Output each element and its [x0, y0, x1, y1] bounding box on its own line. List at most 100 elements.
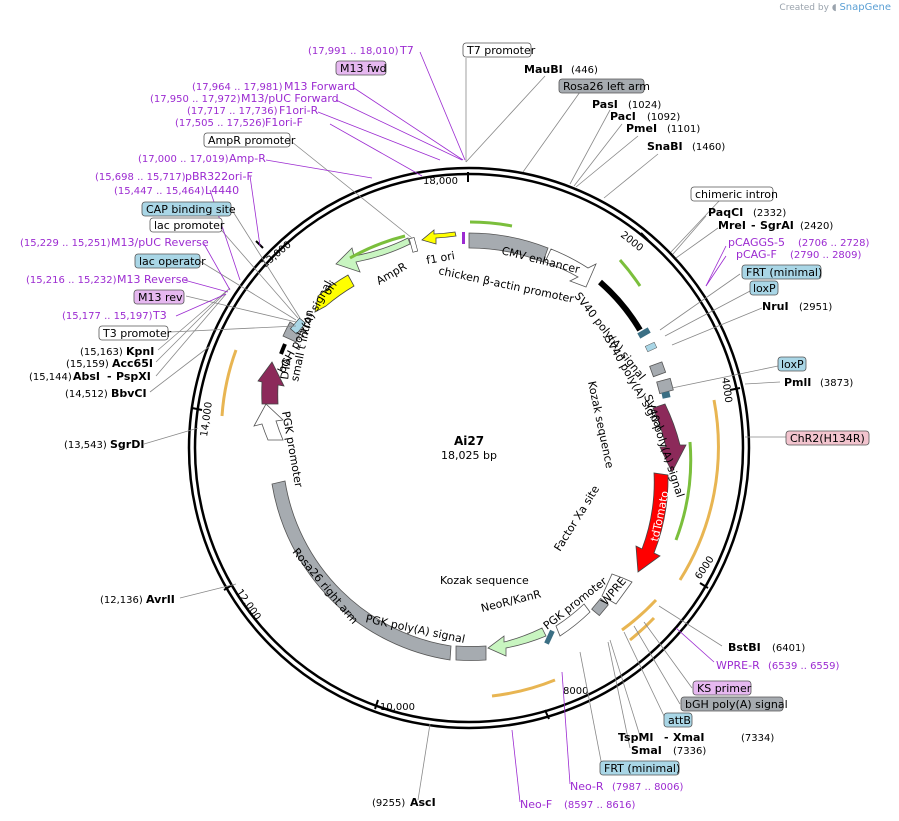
box-frt-minimal[interactable]: FRT (minimal) [746, 266, 822, 279]
enzyme-asci[interactable]: AscI [410, 796, 436, 809]
primer-l4440[interactable]: L4440 [205, 184, 239, 197]
primer-arrow-1 [469, 220, 513, 228]
box-chimeric-intron[interactable]: chimeric intron [695, 188, 778, 201]
box-frt-minimal-2[interactable]: FRT (minimal) [604, 762, 680, 775]
enzyme-kpni[interactable]: KpnI [126, 345, 154, 358]
pgk-promoter-feature-2[interactable] [253, 403, 284, 441]
enzyme-bbvci[interactable]: BbvCI [111, 387, 147, 400]
primer-m13-puc-forward[interactable]: M13/pUC Forward [241, 92, 339, 105]
primer-m13-puc-reverse[interactable]: M13/pUC Reverse [111, 236, 209, 249]
primer-f1ori-f[interactable]: F1ori-F [265, 116, 303, 129]
lac-region-feature[interactable] [290, 317, 306, 335]
dta-feature[interactable] [257, 361, 285, 405]
primer-pcaggs-5[interactable]: pCAGGS-5 [728, 236, 785, 249]
primer-arrow-5 [678, 399, 720, 581]
box-rosa26-left-arm[interactable]: Rosa26 left arm [563, 80, 650, 93]
sv40-polya-feature-2[interactable] [656, 377, 674, 395]
rosa26-right-arm-feature[interactable] [271, 480, 452, 661]
ampr-promoter-feature[interactable] [408, 237, 419, 253]
tick-label-18000: 18,000 [423, 176, 458, 187]
primer-wpre-r-pos: (6539 .. 6559) [768, 661, 840, 672]
enzyme-snabi[interactable]: SnaBI [647, 140, 683, 153]
box-t3-promoter[interactable]: T3 promoter [102, 327, 172, 340]
box-lac-operator[interactable]: lac operator [139, 255, 206, 268]
enzyme-paqci[interactable]: PaqCI [708, 206, 743, 219]
chr2-feature[interactable] [652, 403, 687, 473]
neor-feature[interactable] [487, 627, 547, 657]
primer-arrow-9 [220, 349, 238, 417]
enzyme-pasi[interactable]: PasI [592, 98, 618, 111]
enzyme-pspxi[interactable]: PspXI [116, 370, 151, 383]
tdtomato-feature[interactable] [635, 472, 669, 573]
enzyme-bstbi-pos: (6401) [772, 643, 805, 654]
frt-feature[interactable] [644, 341, 658, 353]
enzyme-acc65i[interactable]: Acc65I [112, 357, 153, 370]
enzyme-bstbi[interactable]: BstBI [728, 641, 761, 654]
wpre-feature[interactable] [601, 573, 633, 605]
ori-feature[interactable] [314, 274, 355, 313]
enzyme-xmai[interactable]: XmaI [673, 731, 704, 744]
tick-label-8000: 8000 [563, 686, 588, 697]
label-dta: DTA [278, 356, 294, 380]
chimeric-intron-feature[interactable] [598, 279, 643, 332]
sv40-polya-feature-1[interactable] [649, 361, 667, 378]
primer-neo-f[interactable]: Neo-F [520, 798, 552, 811]
primer-neo-r[interactable]: Neo-R [570, 780, 604, 793]
frt-minimal-feature[interactable] [544, 629, 555, 645]
enzyme-bbvci-pos: (14,512) [65, 389, 108, 400]
enzyme-sgrai[interactable]: SgrAI [760, 219, 794, 232]
enzyme-absi[interactable]: AbsI [73, 370, 100, 383]
primer-m13-reverse[interactable]: M13 Reverse [117, 273, 188, 286]
pgk-promoter-feature[interactable] [555, 603, 591, 637]
plasmid-length: 18,025 bp [441, 449, 497, 462]
t7-primer-site[interactable] [462, 232, 465, 244]
bgh-polya-feature[interactable] [591, 597, 609, 617]
box-loxp-2[interactable]: loxP [781, 358, 804, 371]
primer-t3[interactable]: T3 [152, 309, 167, 322]
leader-lines [143, 58, 786, 801]
enzyme-sgrdi[interactable]: SgrDI [110, 438, 144, 451]
tick-label-10000: 10,000 [380, 702, 415, 713]
cmv-enhancer-feature[interactable] [468, 232, 549, 263]
box-m13-rev[interactable]: M13 rev [138, 291, 183, 304]
box-attb[interactable]: attB [668, 714, 691, 727]
box-chr2[interactable]: ChR2(H134R) [790, 432, 865, 445]
enzyme-smai-pos: (7336) [673, 746, 706, 757]
box-loxp-1[interactable]: loxP [753, 282, 776, 295]
box-cap-binding-site[interactable]: CAP binding site [146, 203, 236, 216]
f1-ori-feature[interactable] [421, 229, 457, 245]
pgk-polya-feature[interactable] [455, 645, 487, 661]
enzyme-smai[interactable]: SmaI [631, 744, 662, 757]
box-m13-fwd[interactable]: M13 fwd [340, 62, 387, 75]
box-ks-primer[interactable]: KS primer [697, 682, 752, 695]
loxp-feature-2[interactable] [661, 391, 671, 399]
ampr-feature[interactable] [335, 237, 411, 273]
primer-pbr322ori-f[interactable]: pBR322ori-F [185, 170, 253, 183]
enzyme-mrei[interactable]: MreI [718, 219, 746, 232]
tick-label-14000: 14,000 [199, 401, 215, 437]
primer-wpre-r[interactable]: WPRE-R [716, 659, 760, 672]
chicken-actin-promoter-feature[interactable] [544, 248, 597, 288]
box-t7-promoter[interactable]: T7 promoter [466, 44, 536, 57]
snapgene-logo-icon: ◖ [831, 3, 837, 13]
primer-m13-forward[interactable]: M13 Forward [284, 80, 355, 93]
enzyme-tspmi[interactable]: TspMI [618, 731, 654, 744]
enzyme-maubi[interactable]: MauBI [524, 63, 563, 76]
box-ampr-promoter[interactable]: AmpR promoter [208, 134, 296, 147]
label-kozak-2: Kozak sequence [440, 574, 529, 587]
enzyme-nrui[interactable]: NruI [762, 300, 789, 313]
primer-pcag-f[interactable]: pCAG-F [736, 248, 777, 261]
enzyme-absi-sep: - [107, 370, 112, 383]
enzyme-paci[interactable]: PacI [610, 110, 636, 123]
primer-amp-r[interactable]: Amp-R [229, 152, 266, 165]
box-bgh-polya[interactable]: bGH poly(A) signal [685, 698, 788, 711]
enzyme-pmei[interactable]: PmeI [626, 122, 657, 135]
primer-f1ori-f-pos: (17,505 .. 17,526) [175, 118, 266, 129]
small-t-intron-feature[interactable] [279, 343, 287, 355]
primer-f1ori-r[interactable]: F1ori-R [279, 104, 319, 117]
enzyme-avrii[interactable]: AvrII [146, 593, 175, 606]
loxp-feature[interactable] [637, 327, 651, 339]
primer-t7[interactable]: T7 [399, 44, 414, 57]
enzyme-pmli[interactable]: PmlI [784, 376, 811, 389]
box-lac-promoter[interactable]: lac promoter [154, 219, 225, 232]
